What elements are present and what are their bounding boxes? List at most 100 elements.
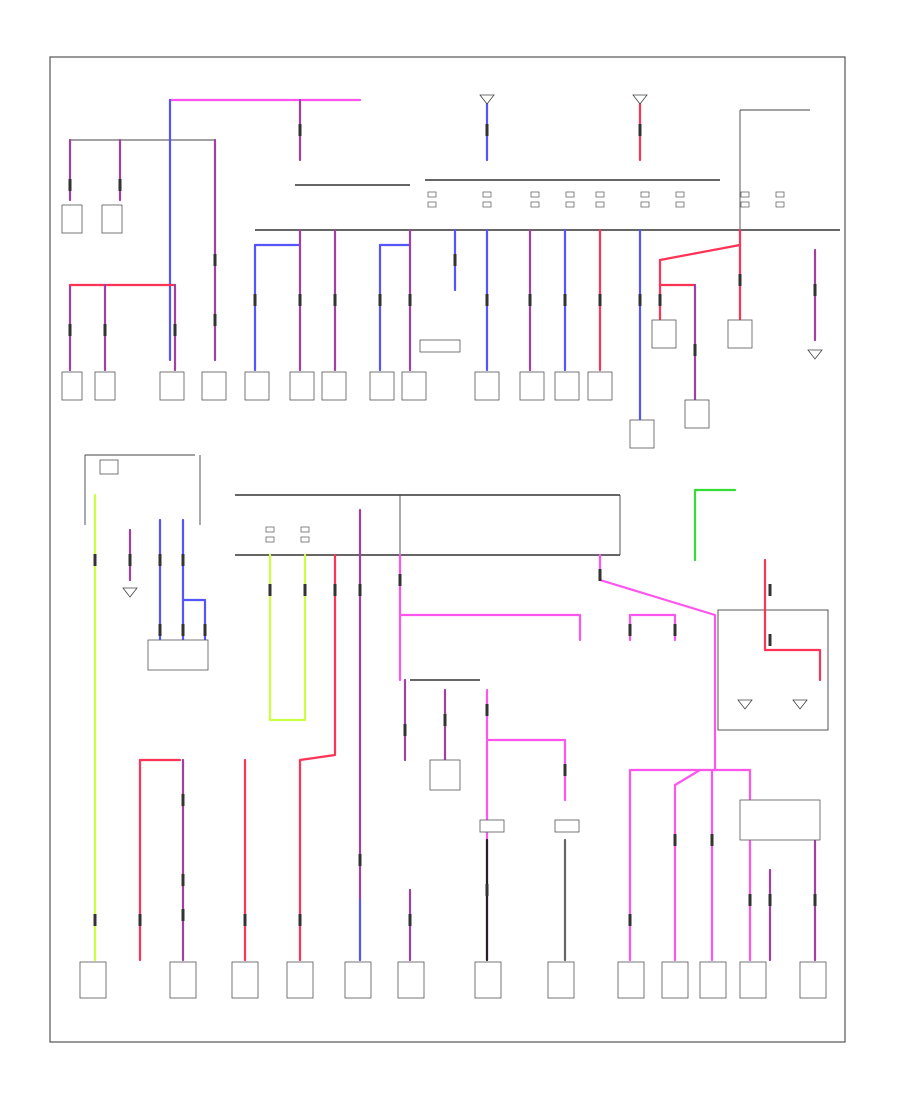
connector-tick-0: [68, 179, 72, 191]
fuse-1: [482, 191, 492, 198]
fuse-18: [265, 526, 275, 533]
connector-tick-31: [181, 624, 185, 636]
component-box-13: [554, 371, 580, 401]
diagram-border: [49, 56, 846, 1043]
connector-tick-40: [333, 584, 337, 596]
component-box-9: [369, 371, 395, 401]
connector-tick-30: [158, 624, 162, 636]
connector-tick-17: [563, 294, 567, 306]
connector-tick-55: [748, 894, 752, 906]
connector-tick-16: [528, 294, 532, 306]
connector-tick-36: [268, 584, 272, 596]
fuse-3: [565, 191, 575, 198]
connector-tick-53: [673, 834, 677, 846]
connector-tick-38: [243, 914, 247, 926]
component-box-1: [101, 204, 123, 234]
connector-tick-46: [485, 704, 489, 716]
component-box-29: [547, 961, 575, 999]
wire-pink-50: [628, 613, 677, 642]
connector-tick-50: [628, 624, 632, 636]
wire-runs: [68, 98, 822, 962]
wire-pink-46: [398, 613, 582, 642]
connector-ticks: [68, 124, 817, 926]
wire-red-66: [763, 648, 822, 682]
connector-tick-34: [181, 874, 185, 886]
connector-tick-41: [358, 584, 362, 596]
connector-tick-52: [628, 914, 632, 926]
fuse-13: [595, 201, 605, 208]
fuse-17: [775, 201, 785, 208]
connector-tick-19: [638, 124, 642, 136]
connector-tick-56: [768, 584, 772, 596]
connector-tick-39: [298, 914, 302, 926]
ground-symbol-1: [632, 94, 648, 105]
component-box-21: [429, 759, 461, 791]
wire-pink-59: [673, 768, 702, 787]
component-box-35: [739, 799, 821, 841]
component-box-14: [587, 371, 613, 401]
connector-tick-2: [298, 124, 302, 136]
fuse-8: [775, 191, 785, 198]
fuse-21: [300, 536, 310, 543]
component-box-0: [61, 204, 83, 234]
connector-tick-10: [333, 294, 337, 306]
fuse-10: [482, 201, 492, 208]
connector-tick-37: [303, 584, 307, 596]
connector-tick-6: [213, 254, 217, 266]
component-box-25: [286, 961, 314, 999]
connector-tick-12: [408, 294, 412, 306]
component-box-12: [519, 371, 545, 401]
wire-pink-54: [485, 738, 567, 802]
connector-tick-60: [408, 914, 412, 926]
component-box-5: [201, 371, 227, 401]
fuse-20: [265, 536, 275, 543]
connector-tick-32: [203, 624, 207, 636]
connector-tick-42: [358, 854, 362, 866]
component-box-18: [727, 319, 753, 349]
component-box-26: [344, 961, 372, 999]
component-box-20: [147, 639, 209, 671]
connector-tick-4: [103, 324, 107, 336]
component-box-3: [94, 371, 116, 401]
fuse-5: [640, 191, 650, 198]
component-box-34: [799, 961, 827, 999]
ground-symbol-0: [479, 94, 495, 105]
connector-tick-24: [813, 284, 817, 296]
wire-pink-48: [598, 578, 717, 772]
connector-tick-54: [710, 834, 714, 846]
connector-tick-25: [93, 554, 97, 566]
connector-tick-57: [768, 634, 772, 646]
fuse-16: [740, 201, 750, 208]
ground-symbol-2: [122, 587, 138, 598]
connector-tick-27: [128, 554, 132, 566]
connector-tick-14: [485, 124, 489, 136]
connector-tick-29: [181, 554, 185, 566]
ground-symbol-4: [737, 699, 753, 710]
fuse-6: [675, 191, 685, 198]
component-box-22: [79, 961, 107, 999]
connector-tick-48: [563, 764, 567, 776]
fuse-0: [427, 191, 437, 198]
component-box-37: [479, 819, 505, 833]
connector-tick-5: [173, 324, 177, 336]
connector-tick-35: [181, 909, 185, 921]
component-box-7: [289, 371, 315, 401]
component-box-23: [169, 961, 197, 999]
connector-tick-11: [378, 294, 382, 306]
connector-tick-22: [693, 344, 697, 356]
connector-tick-45: [443, 714, 447, 726]
component-box-38: [554, 819, 580, 833]
component-box-10: [401, 371, 427, 401]
wire-yellow_green-39: [268, 553, 307, 722]
component-box-16: [651, 319, 677, 349]
component-box-8: [321, 371, 347, 401]
fuse-12: [565, 201, 575, 208]
connector-tick-51: [673, 624, 677, 636]
fuse-15: [675, 201, 685, 208]
fuse-14: [640, 201, 650, 208]
connector-tick-47: [485, 884, 489, 896]
component-box-36: [419, 339, 461, 353]
right-inset-box: [717, 609, 829, 731]
